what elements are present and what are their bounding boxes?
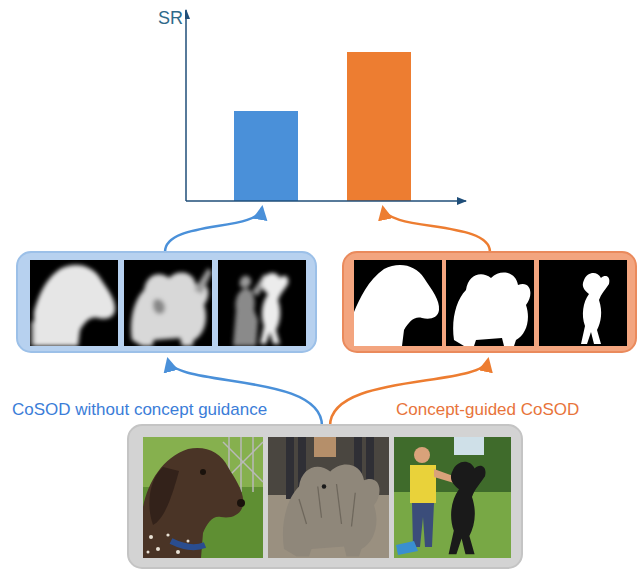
mask-bg (218, 260, 306, 346)
path-shape (352, 493, 356, 527)
mask-blob (354, 265, 439, 346)
g-shape (449, 462, 486, 554)
mask-bg (124, 260, 212, 346)
mask-blob (260, 273, 288, 344)
mask-bg (446, 260, 534, 346)
g-shape (131, 268, 212, 346)
concept-bar (347, 52, 411, 201)
baseline-mask-3 (218, 260, 306, 346)
branch-label: Concept-guided CoSOD (394, 400, 581, 420)
path-shape (412, 503, 434, 547)
guided-mask-2 (446, 260, 534, 346)
orange-arrow-up (383, 208, 490, 252)
g-shape (299, 484, 355, 527)
line-shape (252, 437, 254, 492)
branch-label: CoSOD without concept guidance (10, 400, 269, 420)
guided-mask-3 (539, 260, 627, 346)
mask-bg (354, 260, 442, 346)
guided-panel-bg (343, 252, 636, 352)
circle-shape (176, 550, 180, 554)
guided-mask-panel (343, 252, 636, 352)
mask-blob (453, 272, 530, 346)
path-shape (396, 541, 418, 555)
baseline-panel-bg (17, 252, 316, 352)
bar-chart (186, 10, 466, 201)
baseline-mask-1 (30, 260, 118, 346)
mask-bg (30, 260, 118, 346)
label-text: CoSOD without concept guidance (10, 400, 269, 419)
path-shape (449, 462, 486, 554)
mask-blob (131, 272, 208, 346)
photo-shaggy-dog (268, 437, 389, 558)
rect-shape (268, 437, 389, 558)
x-axis (186, 200, 466, 202)
path-shape (318, 487, 322, 518)
axis-label: SR (156, 8, 185, 30)
baseline-bar (234, 111, 298, 201)
circle-shape (147, 551, 150, 554)
mask-blob (194, 268, 212, 294)
y-axis (185, 10, 187, 201)
rect-shape (394, 437, 511, 558)
circle-shape (166, 533, 169, 536)
path-shape (171, 541, 205, 547)
baseline-mask-2 (124, 260, 212, 346)
guided-mask-1 (354, 260, 442, 346)
g-shape (30, 265, 115, 346)
rect-shape (454, 437, 484, 455)
circle-shape (322, 484, 327, 489)
circle-shape (187, 540, 190, 543)
circle-shape (200, 469, 206, 475)
g-shape (233, 273, 288, 346)
photo-jumping-dog (394, 437, 511, 558)
path-shape (149, 467, 179, 525)
input-image-panel (128, 425, 522, 568)
rect-shape (314, 437, 336, 457)
circle-shape (149, 535, 153, 539)
mask-blob (233, 288, 258, 346)
mask-bg (539, 260, 627, 346)
input-panel-bg (128, 425, 522, 568)
label-text: SR (156, 8, 185, 28)
circle-shape (156, 547, 160, 551)
path-shape (299, 499, 307, 524)
photo-dog-head (143, 437, 263, 558)
path-shape (410, 465, 436, 503)
baseline-mask-panel (17, 252, 316, 352)
mask-blob (153, 299, 165, 314)
rect-shape (143, 437, 263, 558)
mask-blob (34, 265, 115, 346)
path-shape (283, 464, 380, 556)
path-shape (337, 484, 342, 524)
mask-blob (581, 273, 609, 344)
path-shape (143, 448, 243, 558)
circle-shape (414, 447, 430, 463)
blue-arrow-up (165, 208, 262, 252)
g-shape (283, 464, 380, 556)
label-text: Concept-guided CoSOD (394, 400, 581, 419)
circle-shape (237, 499, 245, 507)
rect-shape (286, 437, 294, 499)
